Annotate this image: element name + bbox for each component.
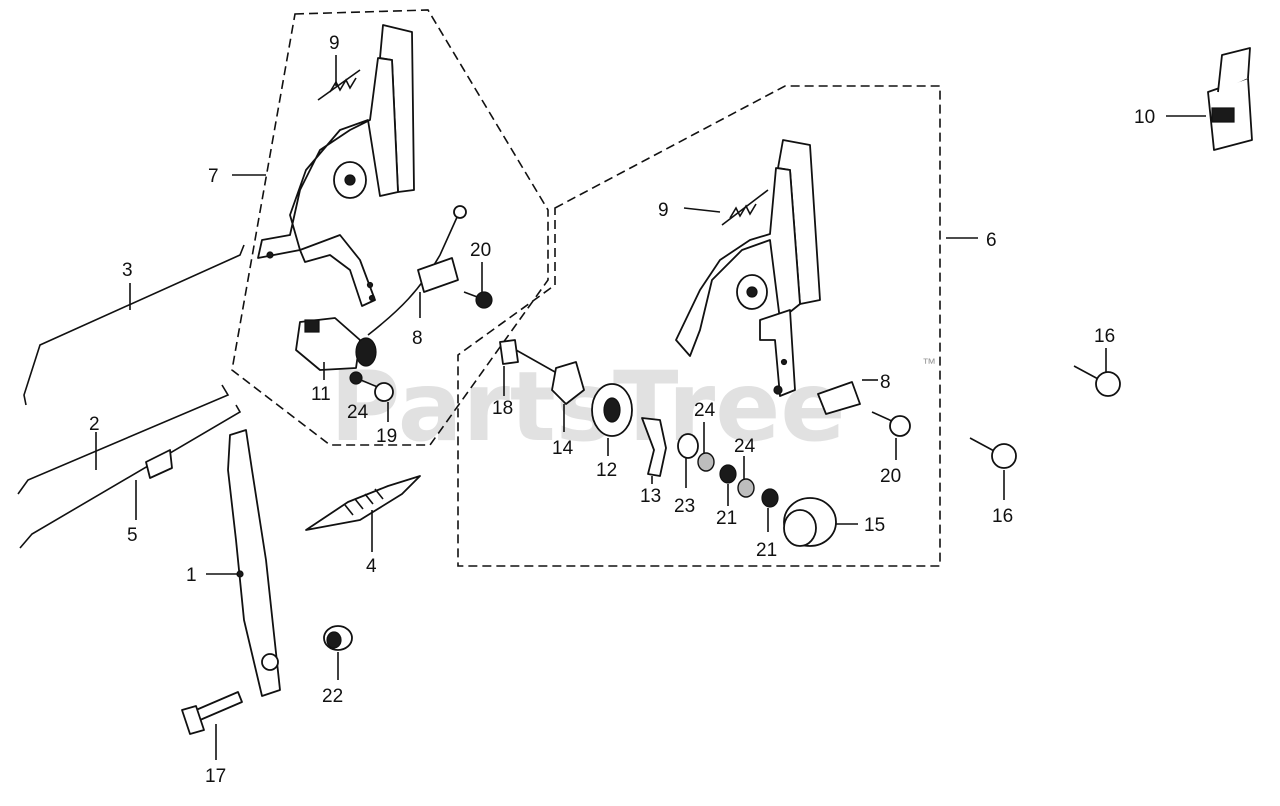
link-13	[641, 417, 667, 477]
clip-8-left	[417, 257, 459, 293]
control-bracket-7	[257, 24, 415, 307]
callout-8-left: 8	[412, 328, 423, 349]
callout-9-left: 9	[329, 33, 340, 54]
bolt-16-upper	[1073, 365, 1121, 397]
callout-20-left: 20	[470, 240, 491, 261]
nut-21-a	[719, 464, 737, 484]
leader-lines	[95, 55, 1206, 760]
wire-terminal	[453, 205, 467, 219]
callout-6: 6	[986, 230, 997, 251]
callout-3: 3	[122, 260, 133, 281]
callout-14: 14	[552, 438, 574, 459]
stop-switch-11	[295, 317, 377, 371]
callout-13: 13	[640, 486, 661, 507]
part-14	[551, 361, 585, 405]
screw-20-left	[463, 291, 493, 309]
throttle-rod-3	[23, 244, 245, 406]
callout-7: 7	[208, 166, 219, 187]
watermark-trademark: ™	[922, 355, 936, 371]
grommet-22	[323, 625, 353, 651]
switch-10	[1207, 47, 1253, 151]
part-12	[591, 383, 633, 437]
ground-wire	[367, 214, 459, 336]
bolt-18	[499, 339, 556, 373]
callout-9-right: 9	[658, 200, 669, 221]
callout-21-left: 21	[716, 508, 737, 529]
callout-16-upper: 16	[1094, 326, 1115, 347]
control-bracket-6	[675, 139, 821, 397]
callout-24-right: 24	[734, 436, 756, 457]
callout-19: 19	[376, 426, 397, 447]
callout-8-right: 8	[880, 372, 891, 393]
governor-spring-4	[305, 475, 421, 531]
spring-9-left	[317, 69, 361, 101]
governor-rod-2	[17, 384, 230, 495]
washer-24-b	[737, 478, 755, 498]
callout-2: 2	[89, 414, 100, 435]
callout-1: 1	[186, 565, 197, 586]
callout-11: 11	[311, 384, 331, 405]
knob-15	[783, 497, 837, 547]
spring-5	[145, 449, 173, 479]
callout-17: 17	[205, 766, 226, 787]
callout-16-lower: 16	[992, 506, 1013, 527]
bolt-16-lower	[969, 437, 1017, 469]
assembly-6-boundary	[457, 85, 941, 567]
spring-9-right	[721, 189, 769, 226]
callout-23: 23	[674, 496, 695, 517]
screw-20-right	[871, 411, 911, 437]
washer-24-left	[349, 371, 363, 385]
watermark-text: PartsTree	[330, 351, 845, 463]
callout-21-right: 21	[756, 540, 777, 561]
bolt-17	[181, 691, 243, 735]
callout-24-left: 24	[347, 402, 369, 423]
callout-10: 10	[1134, 107, 1155, 128]
assembly-7-boundary	[231, 9, 549, 446]
washer-24-a	[697, 452, 715, 472]
nut-21-b	[761, 488, 779, 508]
control-lever-1	[227, 429, 281, 697]
callout-24-mid: 24	[694, 400, 716, 421]
callout-18: 18	[492, 398, 513, 419]
link-5	[19, 404, 242, 549]
callout-4: 4	[366, 556, 377, 577]
washer-23	[677, 433, 699, 459]
callout-22: 22	[322, 686, 343, 707]
callout-20-right: 20	[880, 466, 901, 487]
callouts: 7 9 3 2 5 4 1 17 22 11 24 19 8 20 9 6 8 …	[89, 33, 1155, 787]
callout-15: 15	[864, 515, 885, 536]
callout-5: 5	[127, 525, 138, 546]
clip-8-right	[817, 381, 861, 415]
callout-12: 12	[596, 460, 617, 481]
